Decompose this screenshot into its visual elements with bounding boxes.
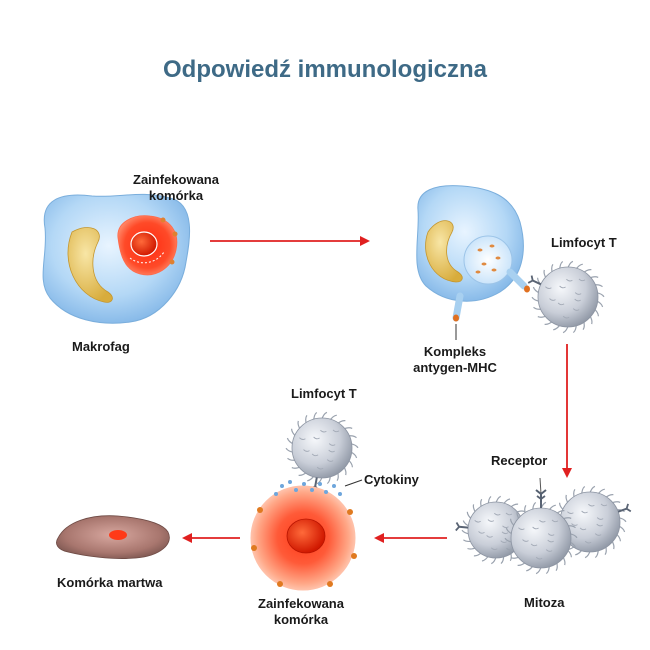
- t-lymphocyte-bottom-middle: [285, 411, 359, 491]
- cytokines-icon: [274, 479, 363, 496]
- infected-cell-engulfed: [117, 215, 178, 276]
- target-nucleus: [286, 518, 326, 554]
- label-cytokines: Cytokiny: [364, 472, 419, 487]
- dead-cell: [56, 515, 170, 559]
- label-complex-line2: antygen-MHC: [413, 360, 497, 375]
- label-macrophage: Makrofag: [72, 339, 130, 354]
- phagosome: [463, 235, 513, 285]
- infected-cell-target: [250, 485, 357, 591]
- label-infected-cell-top: Zainfekowana komórka: [126, 172, 226, 204]
- label-infected-bottom-line1: Zainfekowana: [258, 596, 344, 611]
- receptor-icon: [535, 477, 547, 502]
- label-infected-bottom-line2: komórka: [273, 612, 329, 627]
- antigen-presenting-cell: [416, 185, 530, 340]
- dead-cell-nucleus: [109, 530, 127, 540]
- label-receptor: Receptor: [491, 453, 548, 468]
- label-dead-cell: Komórka martwa: [57, 575, 163, 590]
- page-title: Odpowiedź immunologiczna: [163, 56, 487, 83]
- macrophage-nucleus: [67, 227, 113, 303]
- label-t-lymphocyte-mid: Limfocyt T: [291, 386, 357, 401]
- label-antigen-mhc-complex: Kompleks antygen-MHC: [400, 344, 510, 376]
- label-t-lymphocyte-top: Limfocyt T: [551, 235, 617, 250]
- t-lymphocyte-mitosis-2: [504, 495, 578, 575]
- label-infected-cell-bottom: Zainfekowana komórka: [246, 596, 356, 628]
- apc-nucleus: [425, 220, 463, 283]
- label-infected-top-line2: komórka: [148, 188, 204, 203]
- infected-nucleus: [130, 231, 158, 257]
- label-infected-top-line1: Zainfekowana: [133, 172, 219, 187]
- t-lymphocyte-top-right: [527, 260, 605, 334]
- label-complex-line1: Kompleks: [423, 344, 487, 359]
- mhc-complex-bottom: [452, 292, 464, 322]
- label-mitosis: Mitoza: [524, 595, 565, 610]
- mhc-complex-right: [506, 268, 530, 293]
